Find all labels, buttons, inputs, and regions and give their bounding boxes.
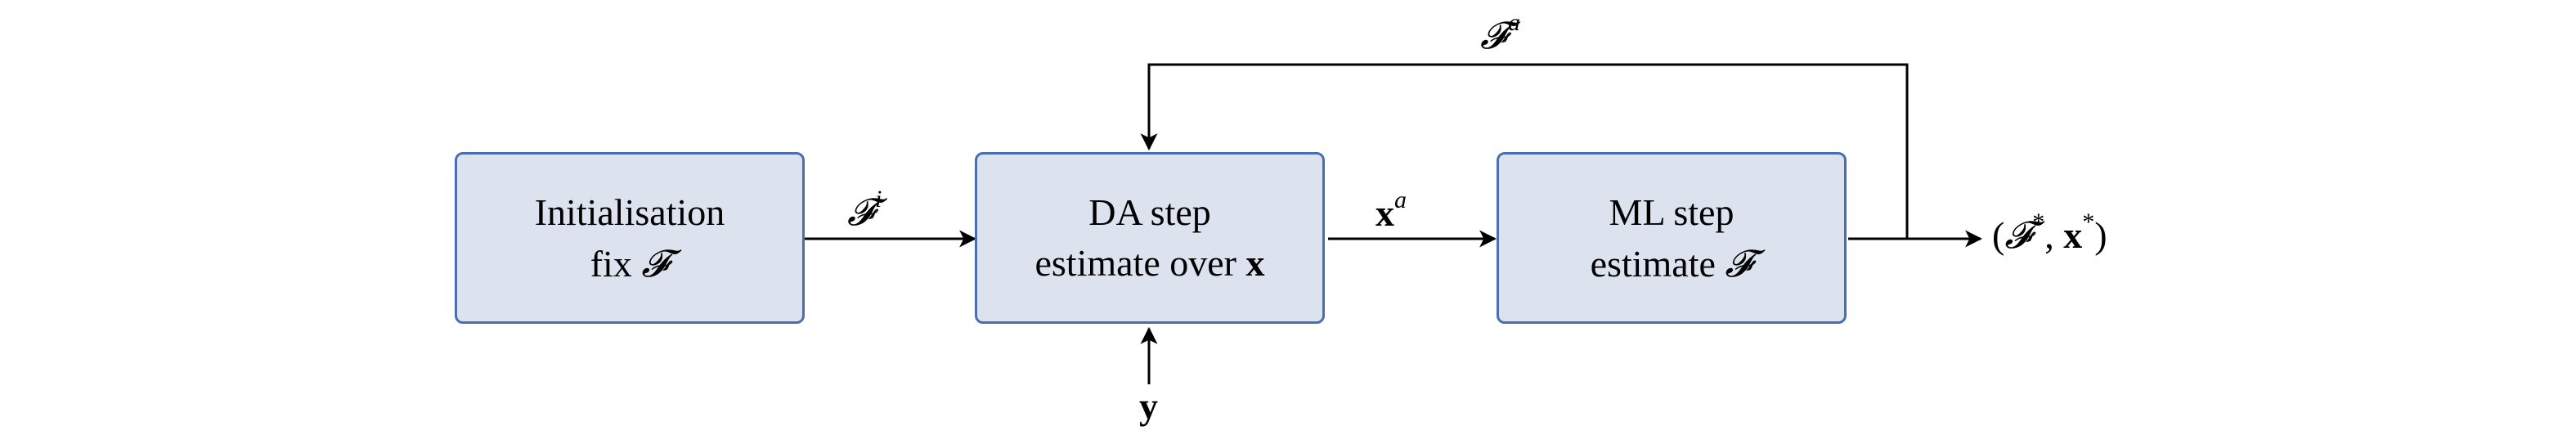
initialisation-line2: fix 𝓕 [590, 240, 670, 285]
da-step-line1: DA step [1088, 191, 1211, 233]
ml-step-box: ML step estimate 𝓕 [1497, 152, 1847, 324]
initialisation-box: Initialisation fix 𝓕 [455, 152, 805, 324]
x-symbol: x [1245, 242, 1265, 284]
da-step-line2: estimate over x [1034, 242, 1265, 284]
f-symbol: 𝓕 [1725, 240, 1753, 285]
label-f-initial: 𝓕i [847, 186, 882, 234]
arrow-feedback-loop [1140, 63, 1909, 239]
label-y-observations: y [1139, 385, 1158, 427]
da-step-box: DA step estimate over x [975, 152, 1325, 324]
label-output: (𝓕*, x*) [1992, 209, 2107, 257]
label-f-analysis: 𝓕a [1480, 9, 1520, 57]
ml-step-line1: ML step [1609, 191, 1735, 233]
ml-step-line2: estimate 𝓕 [1590, 240, 1753, 285]
f-symbol: 𝓕 [641, 240, 670, 285]
initialisation-line1: Initialisation [534, 191, 725, 233]
label-x-analysis: xa [1376, 186, 1407, 234]
